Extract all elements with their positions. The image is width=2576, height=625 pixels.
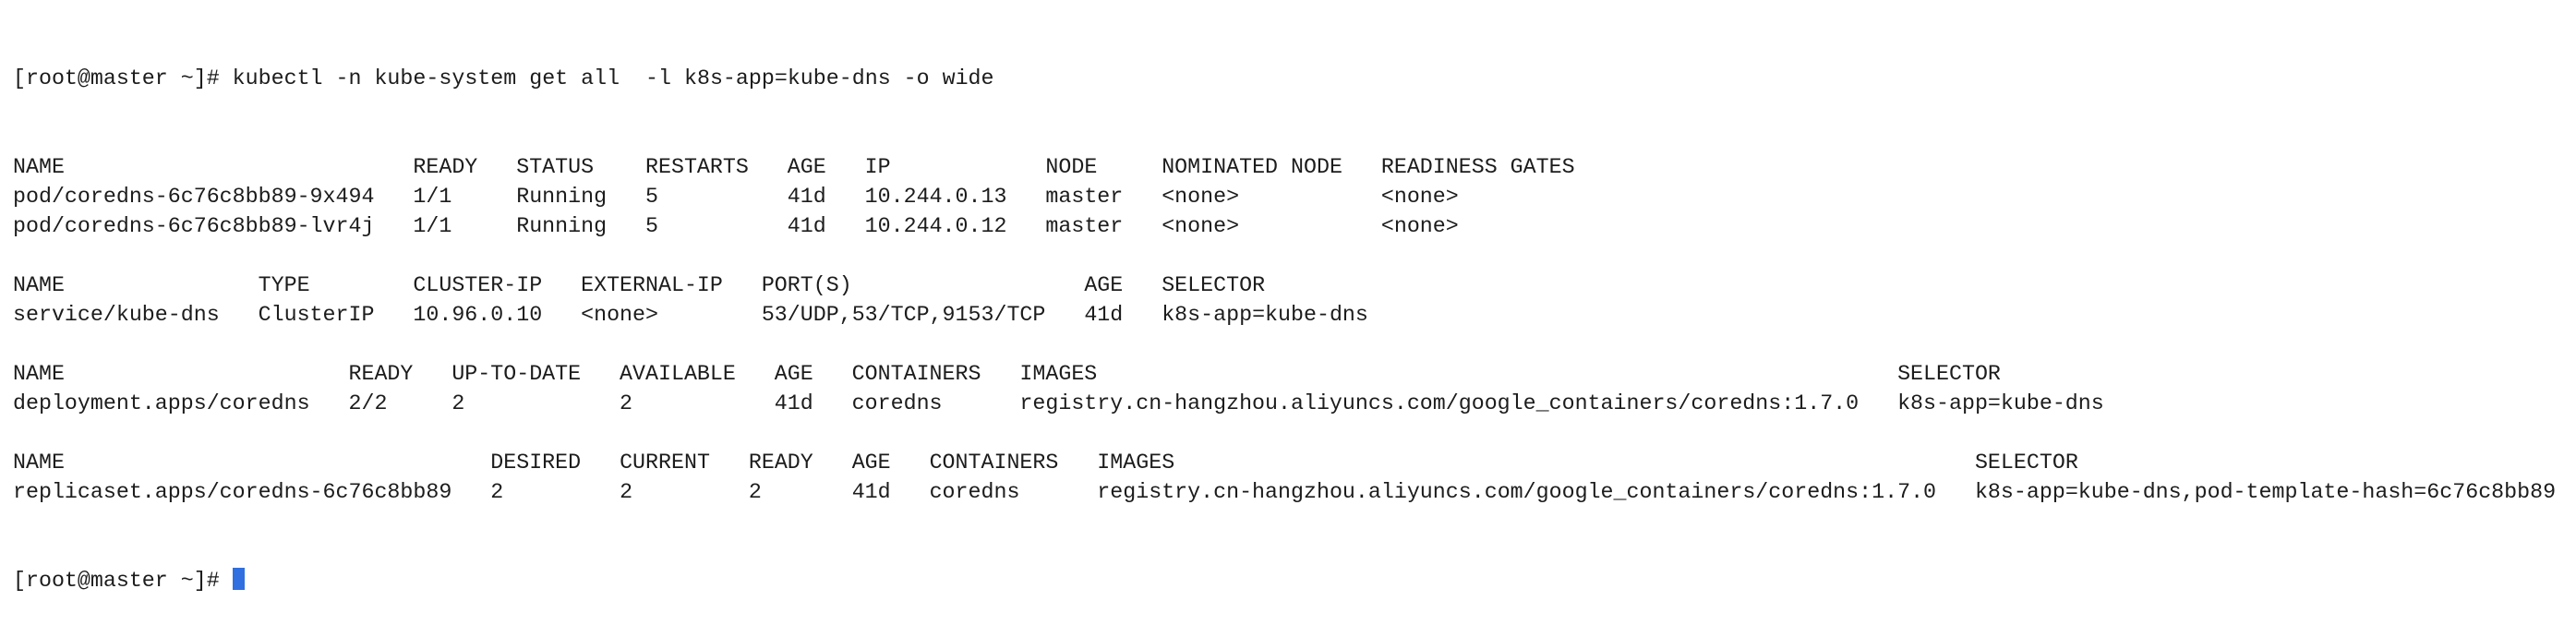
table-cell: <none> (1162, 185, 1240, 209)
column-header: AGE (1084, 273, 1124, 297)
table-cell: k8s-app=kube-dns,pod-template-hash=6c76c… (1974, 480, 2557, 504)
prompt: [root@master ~]# (13, 569, 233, 593)
table-cell: 41d (774, 391, 813, 415)
table-cell: 1/1 (413, 214, 452, 238)
blank-line (13, 330, 2556, 359)
column-header: READINESS GATES (1380, 155, 1575, 179)
column-header: SELECTOR (1974, 451, 2078, 475)
column-header: IP (864, 155, 891, 179)
column-header: RESTARTS (645, 155, 749, 179)
table-cell: master (1045, 185, 1124, 209)
table-row: replicaset.apps/coredns-6c76c8bb89 2 2 2 41d… (13, 477, 2556, 507)
table-cell: pod/coredns-6c76c8bb89-9x494 (13, 185, 375, 209)
table-cell: 2 (748, 480, 762, 504)
table-cell: 2 (620, 480, 633, 504)
table-cell: 53/UDP,53/TCP,9153/TCP (761, 303, 1046, 327)
column-header: DESIRED (490, 451, 582, 475)
table-cell: pod/coredns-6c76c8bb89-lvr4j (13, 214, 375, 238)
table-cell: 10.96.0.10 (413, 303, 543, 327)
table-row: service/kube-dns ClusterIP 10.96.0.10 <none… (13, 300, 2556, 330)
table-cell: 41d (787, 185, 826, 209)
column-header: PORT(S) (761, 273, 852, 297)
column-header: AVAILABLE (620, 362, 736, 386)
column-header: READY (748, 451, 813, 475)
table-cell: service/kube-dns (13, 303, 220, 327)
table-row: deployment.apps/coredns 2/2 2 2 41d coredns re… (13, 389, 2556, 418)
table-cell: k8s-app=kube-dns (1162, 303, 1368, 327)
table-cell: <none> (581, 303, 658, 327)
table-cell: 41d (787, 214, 826, 238)
column-header: AGE (851, 451, 891, 475)
current-prompt-line[interactable]: [root@master ~]# (13, 566, 2556, 595)
column-header: CONTAINERS (929, 451, 1059, 475)
table-cell: coredns (851, 391, 943, 415)
table-cell: registry.cn-hangzhou.aliyuncs.com/google… (1097, 480, 1937, 504)
table-cell: <none> (1380, 214, 1459, 238)
column-header: NAME (13, 451, 65, 475)
column-header: READY (348, 362, 414, 386)
command-line: [root@master ~]# kubectl -n kube-system … (13, 64, 2556, 93)
table-cell: 2 (451, 391, 465, 415)
table-cell: coredns (929, 480, 1020, 504)
column-header: IMAGES (1097, 451, 1175, 475)
table-cell: 1/1 (413, 185, 452, 209)
table-cell: master (1045, 214, 1124, 238)
column-header: NOMINATED NODE (1162, 155, 1342, 179)
column-header: CURRENT (620, 451, 710, 475)
column-header: EXTERNAL-IP (581, 273, 723, 297)
table-cell: 2/2 (348, 391, 388, 415)
table-cell: <none> (1380, 185, 1459, 209)
table-cell: ClusterIP (258, 303, 375, 327)
table-row: pod/coredns-6c76c8bb89-9x494 1/1 Running 5 4… (13, 182, 2556, 211)
table-header: NAME READY STATUS RESTARTS AGE IP NODE NOMINATE… (13, 152, 2556, 182)
table-cell: 41d (851, 480, 891, 504)
table-cell: k8s-app=kube-dns (1897, 391, 2104, 415)
table-cell: 41d (1084, 303, 1124, 327)
column-header: CONTAINERS (851, 362, 981, 386)
table-cell: registry.cn-hangzhou.aliyuncs.com/google… (1019, 391, 1860, 415)
column-header: STATUS (516, 155, 595, 179)
table-header: NAME DESIRED CURRENT READY AGE CONTAINERS IMAG… (13, 448, 2556, 477)
command-text: kubectl -n kube-system get all -l k8s-ap… (232, 66, 994, 90)
table-cell: 5 (645, 214, 658, 238)
column-header: NAME (13, 155, 65, 179)
terminal-output[interactable]: [root@master ~]# kubectl -n kube-system … (13, 5, 2556, 625)
column-header: NAME (13, 273, 65, 297)
table-cell: replicaset.apps/coredns-6c76c8bb89 (13, 480, 452, 504)
column-header: NODE (1045, 155, 1098, 179)
text-cursor (232, 568, 245, 590)
column-header: CLUSTER-IP (413, 273, 543, 297)
column-header: NAME (13, 362, 65, 386)
table-row: pod/coredns-6c76c8bb89-lvr4j 1/1 Running 5 4… (13, 211, 2556, 241)
table-cell: 5 (645, 185, 658, 209)
table-cell: <none> (1162, 214, 1240, 238)
column-header: READY (413, 155, 478, 179)
table-cell: Running (516, 185, 608, 209)
column-header: AGE (787, 155, 826, 179)
table-cell: 10.244.0.13 (864, 185, 1007, 209)
column-header: UP-TO-DATE (451, 362, 582, 386)
prompt: [root@master ~]# (13, 66, 233, 90)
table-cell: deployment.apps/coredns (13, 391, 310, 415)
column-header: SELECTOR (1162, 273, 1266, 297)
table-cell: 10.244.0.12 (864, 214, 1007, 238)
blank-line (13, 418, 2556, 448)
column-header: TYPE (258, 273, 310, 297)
table-cell: Running (516, 214, 608, 238)
column-header: SELECTOR (1897, 362, 2001, 386)
table-header: NAME READY UP-TO-DATE AVAILABLE AGE CONTAINER… (13, 359, 2556, 389)
blank-line (13, 241, 2556, 270)
column-header: AGE (774, 362, 813, 386)
column-header: IMAGES (1019, 362, 1098, 386)
table-cell: 2 (490, 480, 504, 504)
table-header: NAME TYPE CLUSTER-IP EXTERNAL-IP PORT(S) AGE S… (13, 270, 2556, 300)
table-cell: 2 (620, 391, 633, 415)
output-tables: NAME READY STATUS RESTARTS AGE IP NODE NOMINATE… (13, 152, 2556, 507)
